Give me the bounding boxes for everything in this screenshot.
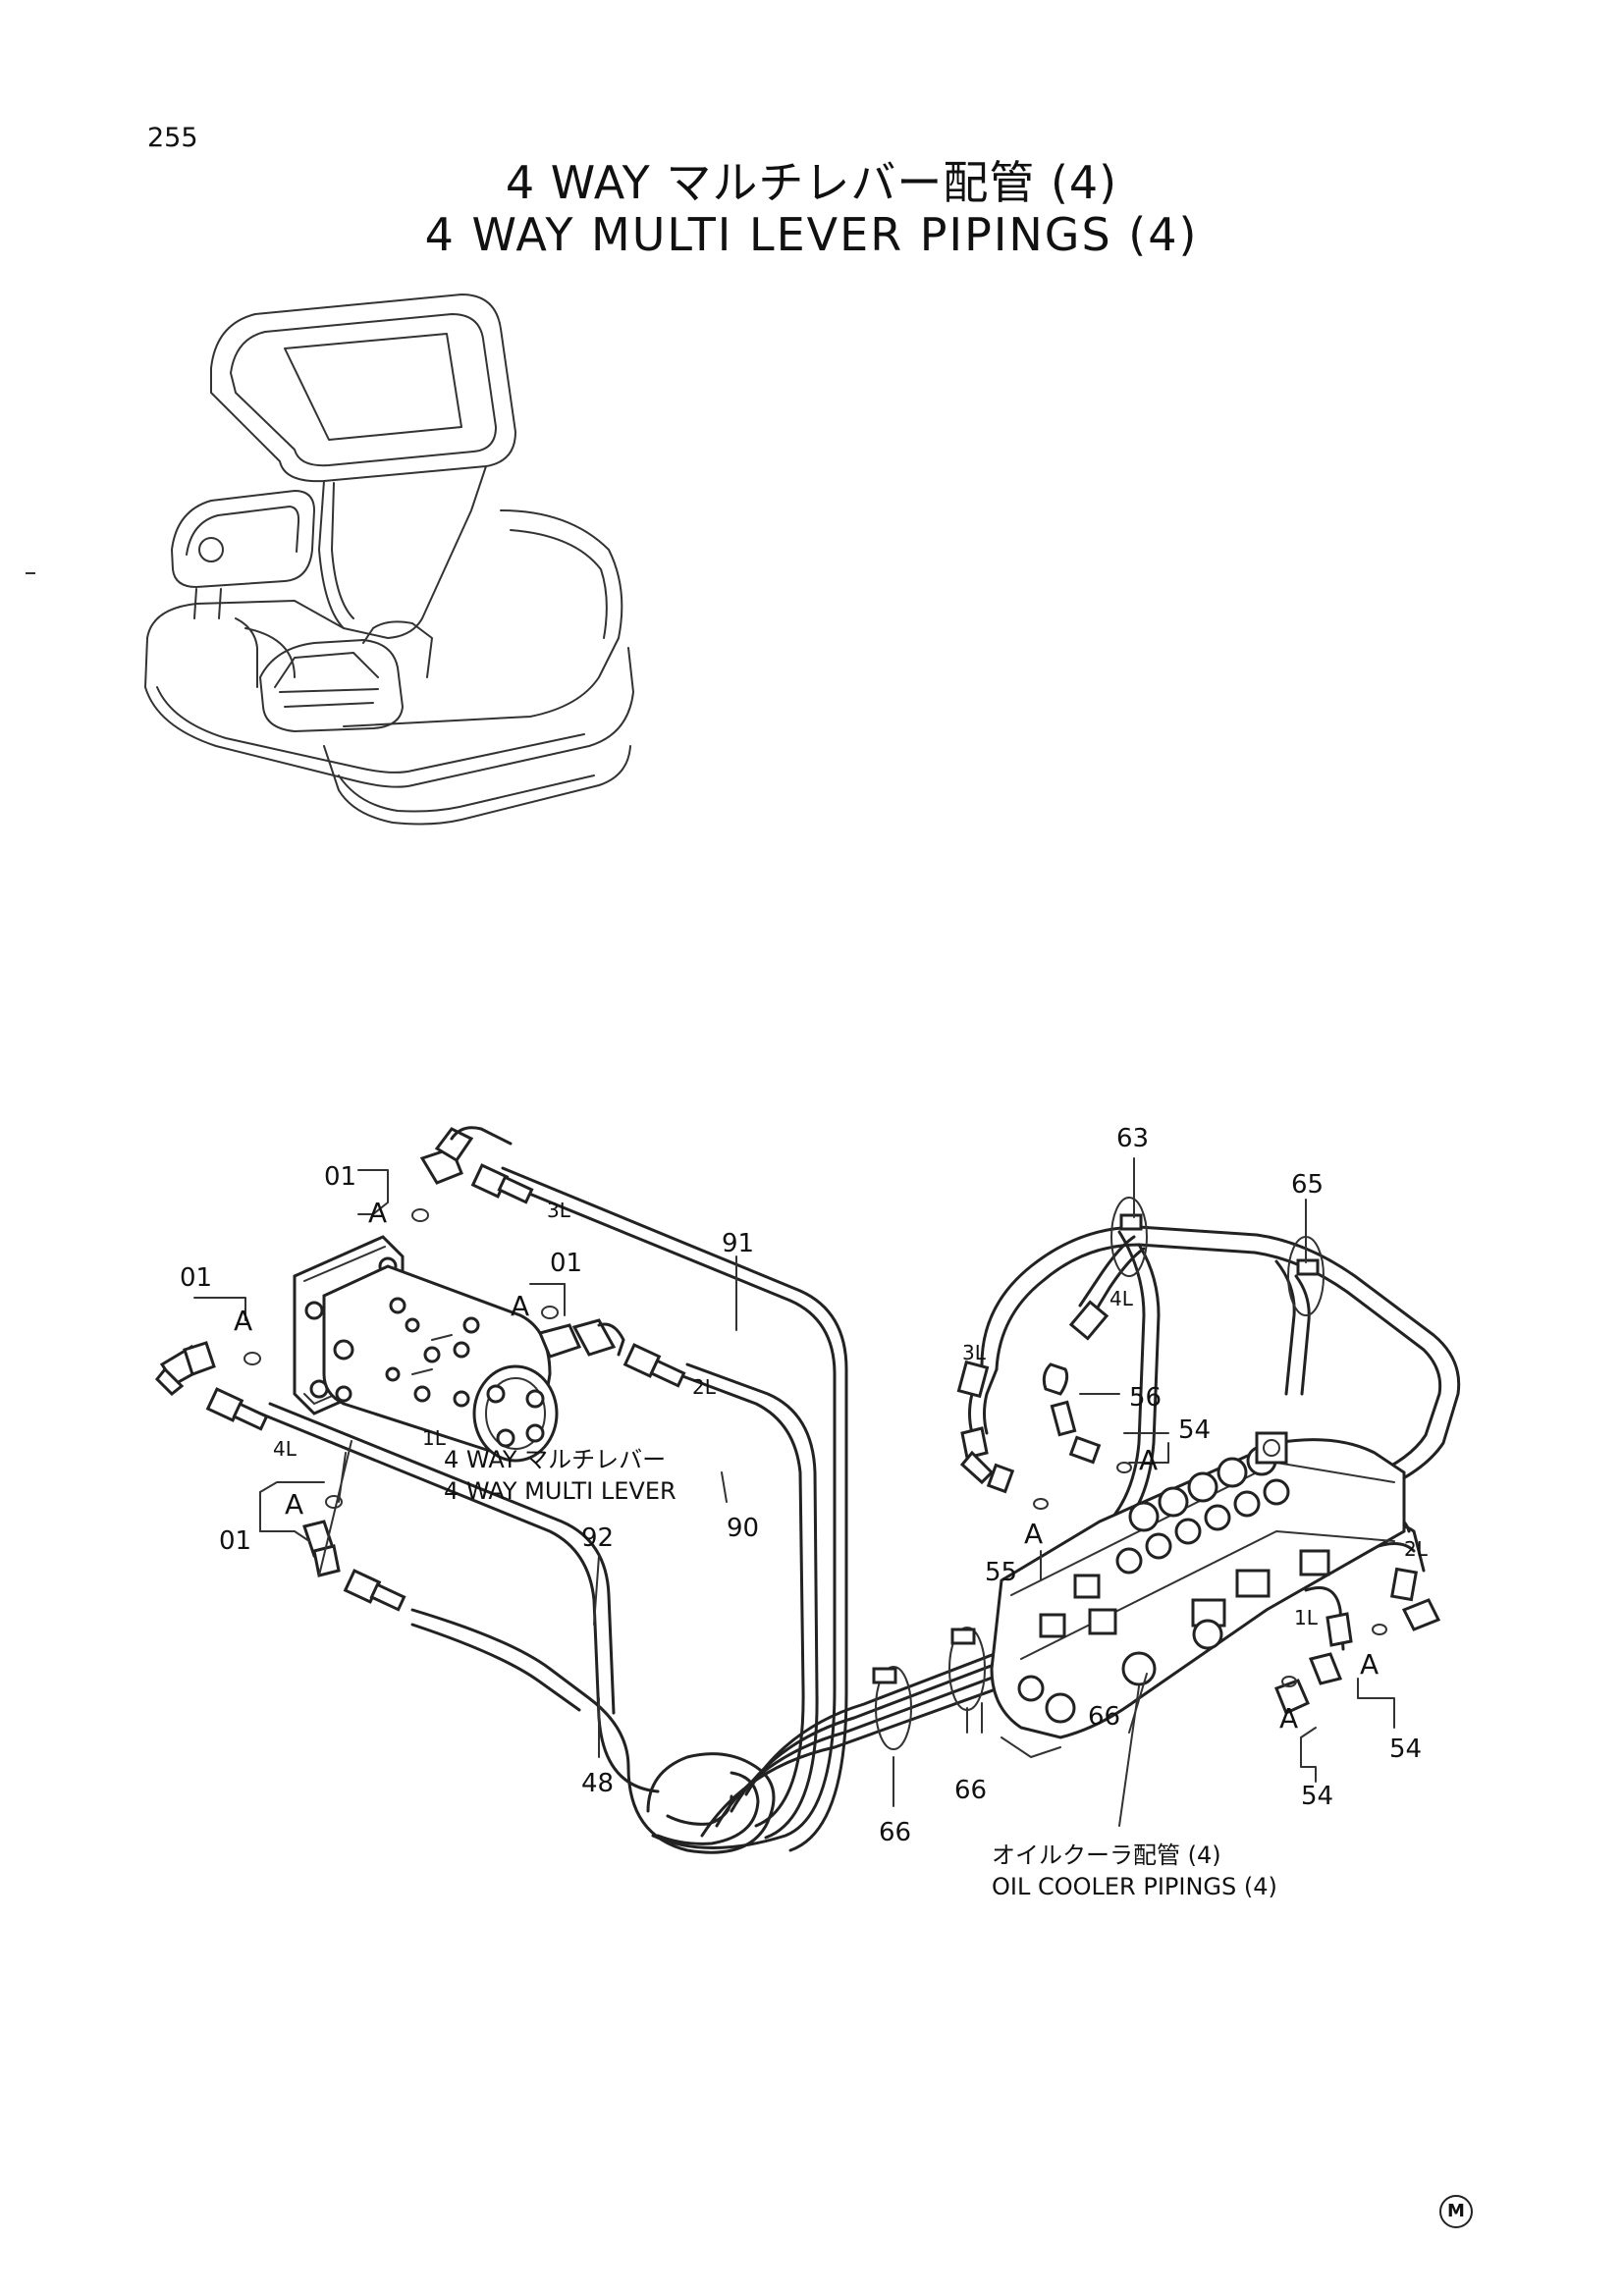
port-label-2l-valve: 2L — [1404, 1537, 1429, 1561]
label-63: 63 — [1116, 1124, 1149, 1153]
callout-multi-lever-en: 4 WAY MULTI LEVER — [444, 1477, 676, 1505]
marker-a: A — [1360, 1648, 1379, 1681]
marker-a: A — [1024, 1518, 1043, 1550]
multi-lever-valve — [293, 1235, 559, 1463]
title-english: 4 WAY MULTI LEVER PIPINGS (4) — [424, 208, 1199, 261]
margin-mark — [26, 572, 35, 574]
label-01: 01 — [324, 1162, 356, 1192]
o-rings — [243, 1208, 1387, 1687]
label-91: 91 — [722, 1229, 754, 1258]
label-54: 54 — [1301, 1782, 1333, 1811]
port-label-2l: 2L — [692, 1375, 717, 1399]
marker-a: A — [368, 1197, 387, 1229]
label-01: 01 — [550, 1249, 582, 1278]
label-56: 56 — [1129, 1383, 1162, 1413]
port-labels: 1L 2L 3L 4L 2L 3L 4L 1L — [273, 1199, 1429, 1629]
marker-a: A — [1139, 1444, 1158, 1476]
detail-a-markers: A A A A A A A A — [234, 1197, 1379, 1735]
leader-lines — [193, 1157, 1395, 1827]
port-label-1l-valve: 1L — [1294, 1606, 1319, 1629]
label-48: 48 — [581, 1769, 614, 1798]
port-label-4l-valve: 4L — [1109, 1287, 1134, 1310]
title-japanese: 4 WAY マルチレバー配管 (4) — [505, 156, 1118, 209]
callout-oil-cooler-en: OIL COOLER PIPINGS (4) — [992, 1873, 1277, 1900]
part-numbers: 01 01 01 01 91 90 92 48 63 65 56 54 54 5… — [180, 1124, 1422, 1847]
callout-oil-cooler-ja: オイルクーラ配管 (4) — [992, 1842, 1221, 1869]
label-55: 55 — [985, 1558, 1017, 1587]
fittings — [154, 1126, 1441, 1716]
port-label-1l: 1L — [422, 1426, 447, 1450]
label-01: 01 — [219, 1526, 251, 1556]
label-65: 65 — [1291, 1170, 1324, 1200]
marker-a: A — [511, 1290, 529, 1322]
label-90: 90 — [727, 1514, 759, 1543]
label-66: 66 — [954, 1776, 987, 1805]
label-66: 66 — [1088, 1702, 1120, 1732]
label-92: 92 — [581, 1523, 614, 1553]
callout-multi-lever-ja: 4 WAY マルチレバー — [444, 1446, 666, 1473]
label-54: 54 — [1178, 1415, 1211, 1445]
callouts: 4 WAY マルチレバー 4 WAY MULTI LEVER オイルクーラ配管 … — [444, 1446, 1277, 1900]
corner-m-mark: M — [1439, 2195, 1473, 2228]
label-01: 01 — [180, 1263, 212, 1293]
page-number: 255 — [147, 123, 198, 153]
port-label-3l-valve: 3L — [962, 1341, 987, 1364]
marker-a: A — [1279, 1702, 1298, 1735]
label-66: 66 — [879, 1818, 911, 1847]
port-label-4l: 4L — [273, 1437, 298, 1461]
marker-a: A — [285, 1488, 303, 1521]
control-valve-block — [990, 1431, 1406, 1758]
seat-overview-sketch — [144, 294, 634, 826]
label-54: 54 — [1389, 1735, 1422, 1764]
port-label-3l: 3L — [547, 1199, 571, 1222]
marker-a: A — [234, 1305, 252, 1337]
hose-bundle — [258, 1166, 1461, 1854]
